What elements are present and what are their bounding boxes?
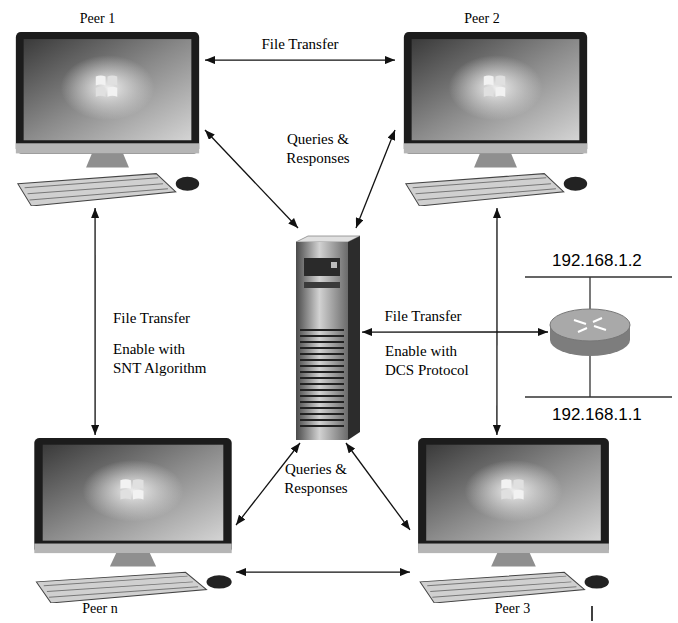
- arrow-connector: [362, 331, 548, 332]
- arrow-connector: [205, 59, 395, 60]
- ip-address: 192.168.1.2: [552, 251, 662, 271]
- peer-computer: Peer 3: [410, 435, 615, 618]
- drawing-part: [525, 277, 672, 397]
- arrow-connector: [356, 130, 395, 228]
- label-holder: Queries & Responses: [276, 130, 360, 168]
- annotation-text: Queries & Responses: [276, 130, 360, 168]
- edge-label-holder: File Transfer: [258, 36, 341, 53]
- device-label: Peer 3: [495, 601, 530, 617]
- annotation-text: Queries & Responses: [274, 460, 358, 498]
- drawing-part: [550, 309, 630, 341]
- edge-label: File Transfer: [258, 36, 341, 53]
- edge-label: File Transfer: [381, 308, 464, 325]
- device-label: Peer 1: [80, 11, 115, 27]
- drawing-part: [300, 330, 344, 426]
- peer-computer: Peer 1: [8, 10, 205, 208]
- label-holder: 192.168.1.2: [552, 251, 662, 271]
- arrow-connector: [94, 208, 95, 435]
- server-tower: [296, 236, 360, 440]
- computer-peer-3: [418, 438, 609, 603]
- drawing-part: [304, 258, 340, 276]
- label-holder: File Transfer: [113, 309, 213, 328]
- computer-peer-2: [404, 32, 587, 206]
- computer-peer-n: [34, 438, 231, 603]
- annotation-text: File Transfer: [113, 309, 213, 328]
- label-holder: Enable with DCS Protocol: [385, 342, 485, 380]
- drawing-part: [574, 318, 606, 332]
- arrow-connector: [236, 571, 410, 572]
- label-holder: Enable with SNT Algorithm: [113, 340, 213, 378]
- device-label: Peer 2: [464, 11, 499, 27]
- drawing-part: [331, 262, 337, 268]
- computer-peer-1: [16, 32, 199, 206]
- arrow-connector: [346, 443, 410, 530]
- server-node: [292, 228, 362, 443]
- router-symbol: [525, 277, 672, 397]
- label-holder: Queries & Responses: [274, 460, 358, 498]
- label-holder: 192.168.1.1: [552, 405, 662, 425]
- stray-mark: [591, 606, 593, 621]
- peer-computer: Peer 2: [395, 10, 595, 208]
- peer-computer: Peer n: [8, 435, 236, 618]
- annotation-text: Enable with SNT Algorithm: [113, 340, 213, 378]
- drawing-part: [304, 282, 340, 288]
- edge-label-holder: File Transfer: [381, 308, 464, 325]
- router-node: [548, 305, 632, 357]
- device-label: Peer n: [82, 601, 117, 617]
- drawing-part: [296, 242, 348, 440]
- ip-address: 192.168.1.1: [552, 405, 662, 425]
- arrow-connector: [496, 208, 497, 435]
- annotation-text: Enable with DCS Protocol: [385, 342, 485, 380]
- arrow-connector: [205, 130, 298, 228]
- drawing-part: [348, 236, 360, 440]
